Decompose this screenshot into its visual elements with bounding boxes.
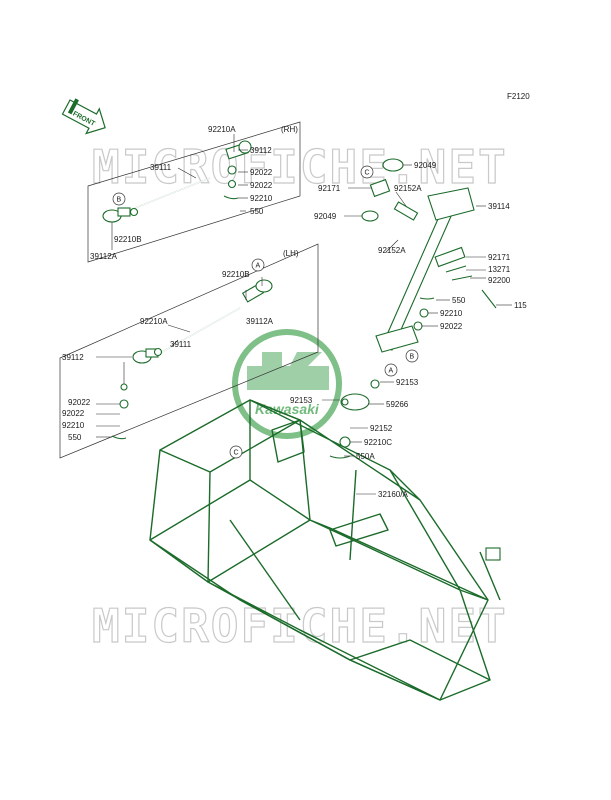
part-92022-rh-2: 92022 — [250, 181, 273, 190]
ref-circle-b-rh: B — [112, 192, 126, 206]
tie-rod-lh — [111, 279, 273, 440]
part-39112A-lh: 39112A — [246, 317, 274, 326]
part-92210B-lh: 92210B — [222, 270, 250, 279]
ref-circle-c-top: C — [360, 165, 374, 179]
part-92022-lh-2: 92022 — [62, 409, 85, 418]
part-32160-A: 32160/A — [378, 490, 408, 499]
part-92049-top: 92049 — [414, 161, 437, 170]
atv-frame-32160 — [149, 399, 501, 701]
part-92200: 92200 — [488, 276, 511, 285]
part-39112-rh: 39112 — [250, 146, 272, 155]
ref-a-mid: A — [389, 368, 394, 375]
part-92210-lh: 92210 — [62, 421, 85, 430]
part-92022-rh-1: 92022 — [250, 168, 273, 177]
part-92171-a: 92171 — [318, 184, 341, 193]
part-39111-rh: 39111 — [150, 163, 172, 172]
part-92210B-rh: 92210B — [114, 235, 142, 244]
rh-group-box — [87, 121, 301, 263]
front-arrow-icon: FRONT — [61, 98, 106, 135]
part-92210C: 92210C — [364, 438, 392, 447]
kawasaki-logo: Kawasaki — [232, 329, 342, 439]
part-92210-rh: 92210 — [250, 194, 273, 203]
part-labels: 92210A 39112 39111 92022 92022 92210 550… — [62, 125, 527, 499]
part-92153-b: 92153 — [290, 396, 313, 405]
rh-group-label: (RH) — [281, 125, 298, 134]
part-92152A-b: 92152A — [378, 246, 406, 255]
part-92152A-a: 92152A — [394, 184, 422, 193]
leader-lines — [96, 134, 512, 495]
part-39112A-rh: 39112A — [90, 252, 118, 261]
part-550A: 550A — [356, 452, 375, 461]
ref-circle-c-frame: C — [229, 445, 243, 459]
part-92210A-lh: 92210A — [140, 317, 168, 326]
watermark-top: MICROFICHE.NET — [92, 140, 508, 194]
part-92210-c: 92210 — [440, 309, 463, 318]
part-39114: 39114 — [488, 202, 510, 211]
part-39112-lh: 39112 — [62, 353, 84, 362]
lh-group-label: (LH) — [283, 249, 299, 258]
ref-circle-b-mid: B — [405, 349, 419, 363]
ref-circle-a-mid: A — [384, 363, 398, 377]
part-13271: 13271 — [488, 265, 511, 274]
part-92210A-rh: 92210A — [208, 125, 236, 134]
ref-b-rh: B — [117, 197, 122, 204]
diagram-code: F2120 — [507, 92, 530, 101]
part-115: 115 — [514, 301, 527, 310]
ref-b-mid: B — [410, 354, 415, 361]
part-92022-c: 92022 — [440, 322, 463, 331]
part-92153-a: 92153 — [396, 378, 419, 387]
ref-circle-a-lh: A — [251, 258, 265, 272]
part-92152: 92152 — [370, 424, 393, 433]
ref-a-lh: A — [256, 263, 261, 270]
part-92022-lh-1: 92022 — [68, 398, 91, 407]
watermark-bottom: MICROFICHE.NET — [92, 599, 508, 653]
part-550-rh: 550 — [250, 207, 264, 216]
lh-group-box — [59, 243, 319, 459]
part-59266: 59266 — [386, 400, 409, 409]
ref-c-top: C — [365, 170, 370, 177]
logo-text: Kawasaki — [255, 401, 320, 417]
part-39111-lh: 39111 — [170, 340, 192, 349]
steering-shaft — [329, 158, 497, 459]
part-92171-b: 92171 — [488, 253, 511, 262]
part-92049-b: 92049 — [314, 212, 337, 221]
part-550-c: 550 — [452, 296, 466, 305]
part-550-lh: 550 — [68, 433, 82, 442]
ref-c-frame: C — [234, 450, 239, 457]
